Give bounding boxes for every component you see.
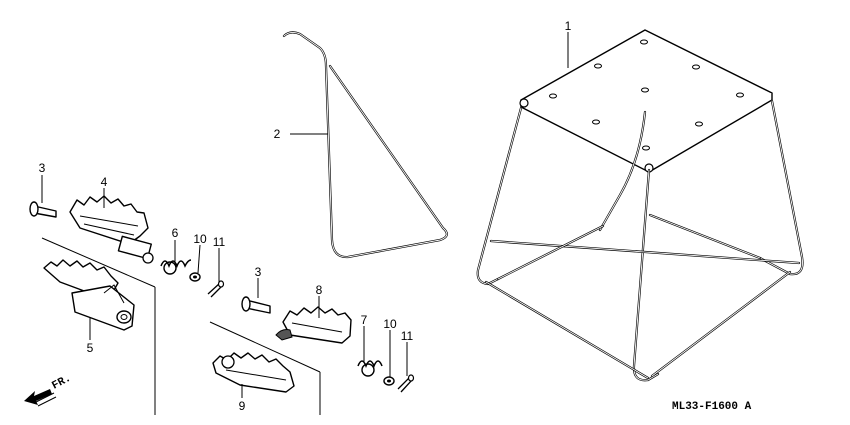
callout-6: 6 <box>172 226 179 240</box>
callout-4: 4 <box>101 175 108 189</box>
callout-10-right: 10 <box>383 317 397 331</box>
callout-1: 1 <box>565 19 572 33</box>
left-footpeg-group <box>29 195 225 415</box>
callout-10-left: 10 <box>193 232 207 246</box>
front-label: FR. <box>50 373 73 393</box>
front-arrow-icon <box>24 389 57 407</box>
callout-8: 8 <box>316 283 323 297</box>
front-direction-indicator: FR. <box>24 373 73 407</box>
triangle-brace <box>282 31 448 259</box>
callout-2: 2 <box>274 127 281 141</box>
callout-3-right: 3 <box>255 265 262 279</box>
callout-11-right: 11 <box>401 329 414 343</box>
callout-11-left: 11 <box>213 235 226 249</box>
stand <box>476 29 804 382</box>
right-footpeg-group <box>209 296 415 415</box>
callout-7: 7 <box>361 313 368 327</box>
callout-5: 5 <box>87 341 94 355</box>
leader-lines <box>41 32 569 398</box>
diagram-code: ML33-F1600 A <box>672 401 752 413</box>
callout-3-left: 3 <box>39 161 46 175</box>
callout-9: 9 <box>239 399 246 413</box>
